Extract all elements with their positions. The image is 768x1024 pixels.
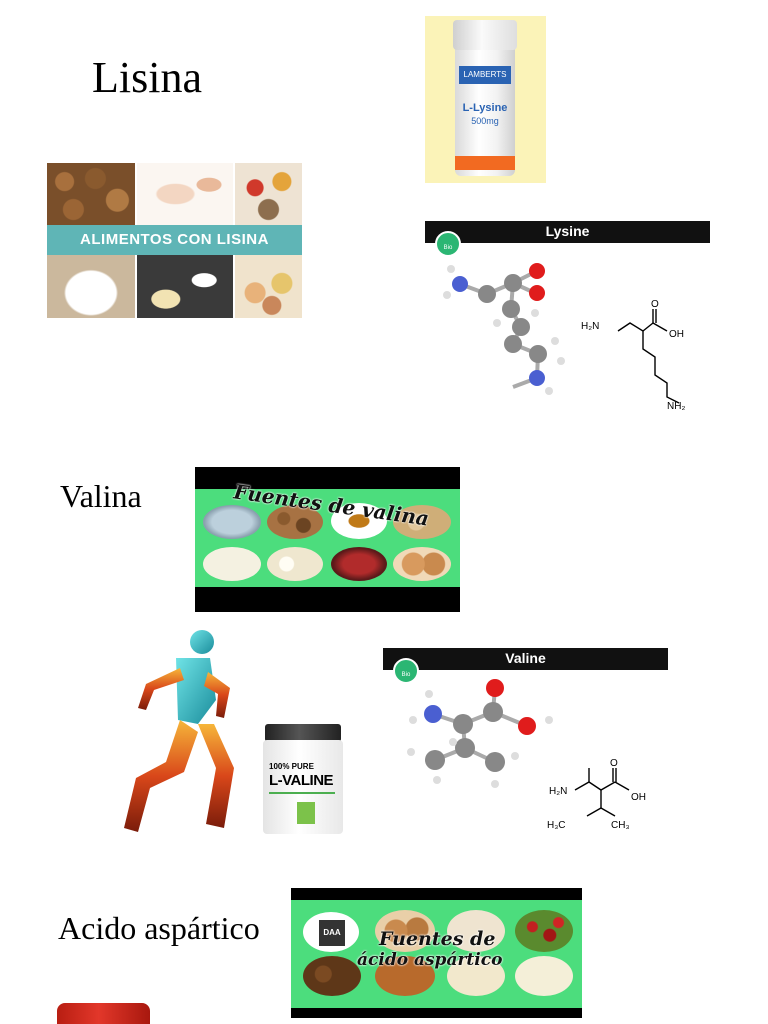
- valine-ch3-label: CH₃: [611, 820, 630, 831]
- eggs-oval: [393, 547, 451, 581]
- fish-oval: [203, 505, 261, 539]
- dairy-photo: [137, 255, 233, 318]
- eggs-oval: [375, 910, 435, 952]
- jar-line-2: L-VALINE: [269, 772, 334, 789]
- valine-molecule-panel: Valine Bio H₂N OH O H₃: [383, 648, 668, 840]
- nuts-oval: [267, 505, 323, 539]
- lysine-nh2-label: NH₂: [667, 401, 685, 412]
- lysine-molecule-title: Lysine: [425, 221, 710, 243]
- daa-jar-oval: DAA: [303, 912, 359, 952]
- collage-caption: ALIMENTOS CON LISINA: [47, 225, 302, 255]
- meat-oval: [331, 547, 387, 581]
- supplement-oval: [331, 503, 387, 539]
- bottle-orange-stripe: [455, 156, 515, 170]
- lysine-bottle-image: LAMBERTS L-Lysine 500mg: [425, 16, 546, 183]
- eggs-cheese-photo: [235, 255, 302, 318]
- jar-green-badge: [297, 802, 315, 824]
- powder-oval: [203, 547, 261, 581]
- valine-o-label: O: [610, 758, 618, 769]
- lysine-o-label: O: [651, 299, 659, 310]
- berries-oval: [515, 910, 573, 952]
- cheese-oval: [515, 956, 573, 996]
- acido-banner-title-1: Fuentes de: [379, 928, 496, 950]
- valina-title: Valina: [60, 478, 142, 514]
- bio-logo-icon: Bio: [435, 231, 461, 257]
- lysine-foods-collage: ALIMENTOS CON LISINA: [47, 163, 302, 318]
- bio-logo-icon: Bio: [393, 658, 419, 684]
- bottle-brand: LAMBERTS: [459, 66, 511, 84]
- chicken-fish-photo: [137, 163, 233, 225]
- jar-green-rule: [269, 792, 335, 794]
- chicken-oval: [447, 910, 505, 952]
- runner-illustration: [124, 630, 234, 832]
- lysine-molecule-model: H₂N OH O NH₂: [443, 263, 685, 412]
- supplement-bottle: LAMBERTS L-Lysine 500mg: [453, 20, 517, 176]
- yogurt-photo: [47, 255, 135, 318]
- lysine-h2n-label: H₂N: [581, 321, 599, 332]
- acido-banner-title-2: ácido aspártico: [357, 950, 503, 970]
- beans-oval: [267, 547, 323, 581]
- daa-jar-label: DAA: [319, 920, 345, 946]
- valine-h2n-label: H₂N: [549, 786, 567, 797]
- bottle-dose: 500mg: [471, 116, 499, 126]
- lysine-molecule-panel: Lysine Bio H₂N OH O N: [425, 221, 710, 416]
- nuts-oval: [303, 956, 361, 996]
- valine-oh-label: OH: [631, 792, 646, 803]
- acido-aspartico-title: Acido aspártico: [58, 910, 260, 946]
- lysine-oh-label: OH: [669, 329, 684, 340]
- valina-sources-banner: Fuentes de valina: [195, 467, 460, 612]
- valine-h3c-label: H₃C: [547, 820, 566, 831]
- meat-oval: [375, 956, 435, 996]
- valine-molecule-title: Valine: [383, 648, 668, 670]
- walnuts-photo: [47, 163, 135, 225]
- jar-line-1: 100% PURE: [269, 762, 314, 771]
- l-valine-jar: 100% PURE L-VALINE: [263, 724, 343, 834]
- acido-sources-banner: DAA Fuentes de ácido aspártico: [291, 888, 582, 1018]
- jar-lid: [265, 724, 341, 742]
- bottle-product-name: L-Lysine: [462, 102, 508, 114]
- mixed-foods-photo: [235, 163, 302, 225]
- asparagus-oval: [447, 956, 505, 996]
- grains-oval: [393, 505, 451, 539]
- bottle-cap: [453, 20, 517, 50]
- lisina-title: Lisina: [92, 53, 202, 102]
- jar-body: 100% PURE L-VALINE: [263, 740, 343, 834]
- valine-molecule-model: H₂N OH O H₃C CH₃: [407, 679, 646, 831]
- red-bottle-cap: [57, 1003, 150, 1024]
